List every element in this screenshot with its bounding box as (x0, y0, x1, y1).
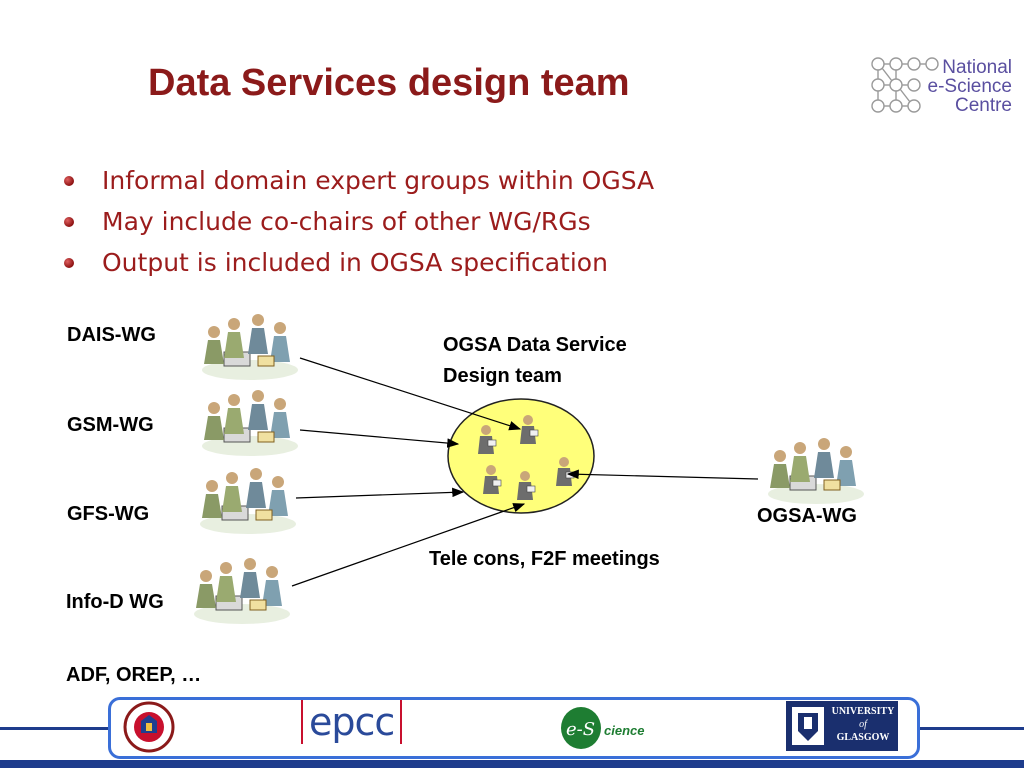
svg-text:e-S: e-S (566, 719, 595, 740)
infod-group-icon (193, 557, 291, 625)
footer-bar (0, 760, 1024, 768)
group-label-gsm: GSM-WG (67, 414, 154, 436)
meetings-label: Tele cons, F2F meetings (429, 548, 660, 570)
gfs-group-icon (199, 467, 297, 535)
nesc-logo: National e-Science Centre (868, 56, 1018, 118)
glasgow-crest-icon (792, 707, 824, 745)
nesc-line-1: National (942, 57, 1012, 78)
team-diagram (193, 313, 865, 625)
ogsa-wg-label: OGSA-WG (757, 505, 857, 527)
design-team-label-line-1: OGSA Data Service (443, 334, 627, 356)
epcc-logo: epcc (301, 700, 403, 744)
ogsa-group-icon (767, 437, 865, 505)
escience-dti-logo: e-S cience (558, 703, 668, 751)
bullet-icon (64, 176, 74, 186)
glasgow-line-3: GLASGOW (836, 732, 890, 743)
escience-badge-icon: e-S (561, 707, 601, 749)
arrow-dais (299, 357, 522, 431)
bullet-item: May include co-chairs of other WG/RGs (62, 207, 654, 248)
group-label-gfs: GFS-WG (67, 503, 150, 525)
bullet-icon (64, 217, 74, 227)
bullet-item: Output is included in OGSA specification (62, 248, 654, 289)
glasgow-line-2: of (859, 719, 867, 730)
bullet-item: Informal domain expert groups within OGS… (62, 166, 654, 207)
nesc-line-3: Centre (954, 95, 1012, 116)
design-team-label-line-2: Design team (443, 365, 562, 387)
partner-logo-bar (108, 697, 920, 759)
bullet-list: Informal domain expert groups within OGS… (62, 166, 654, 289)
gsm-group-icon (201, 389, 299, 457)
glasgow-line-1: UNIVERSITY (831, 706, 895, 717)
arrow-ogsa (566, 469, 759, 480)
extra-groups-label: ADF, OREP, … (66, 664, 202, 686)
dais-group-icon (201, 313, 299, 381)
bullet-icon (64, 258, 74, 268)
edinburgh-seal-icon (123, 701, 175, 753)
arrow-infod (291, 503, 526, 587)
arrow-gsm (299, 429, 460, 448)
arrow-gfs (295, 487, 465, 499)
epcc-logo-text: epcc (309, 700, 395, 744)
nesc-network-icon (871, 57, 939, 113)
nesc-line-2: e-Science (927, 76, 1013, 97)
glasgow-logo: UNIVERSITY of GLASGOW (786, 701, 898, 751)
group-label-infod: Info-D WG (66, 591, 164, 613)
page-title: Data Services design team (148, 62, 630, 104)
design-team-label: OGSA Data Service Design team (443, 330, 627, 392)
escience-text: cience (604, 723, 645, 738)
group-label-dais: DAIS-WG (67, 324, 156, 346)
glasgow-wordmark: UNIVERSITY of GLASGOW (830, 705, 896, 744)
